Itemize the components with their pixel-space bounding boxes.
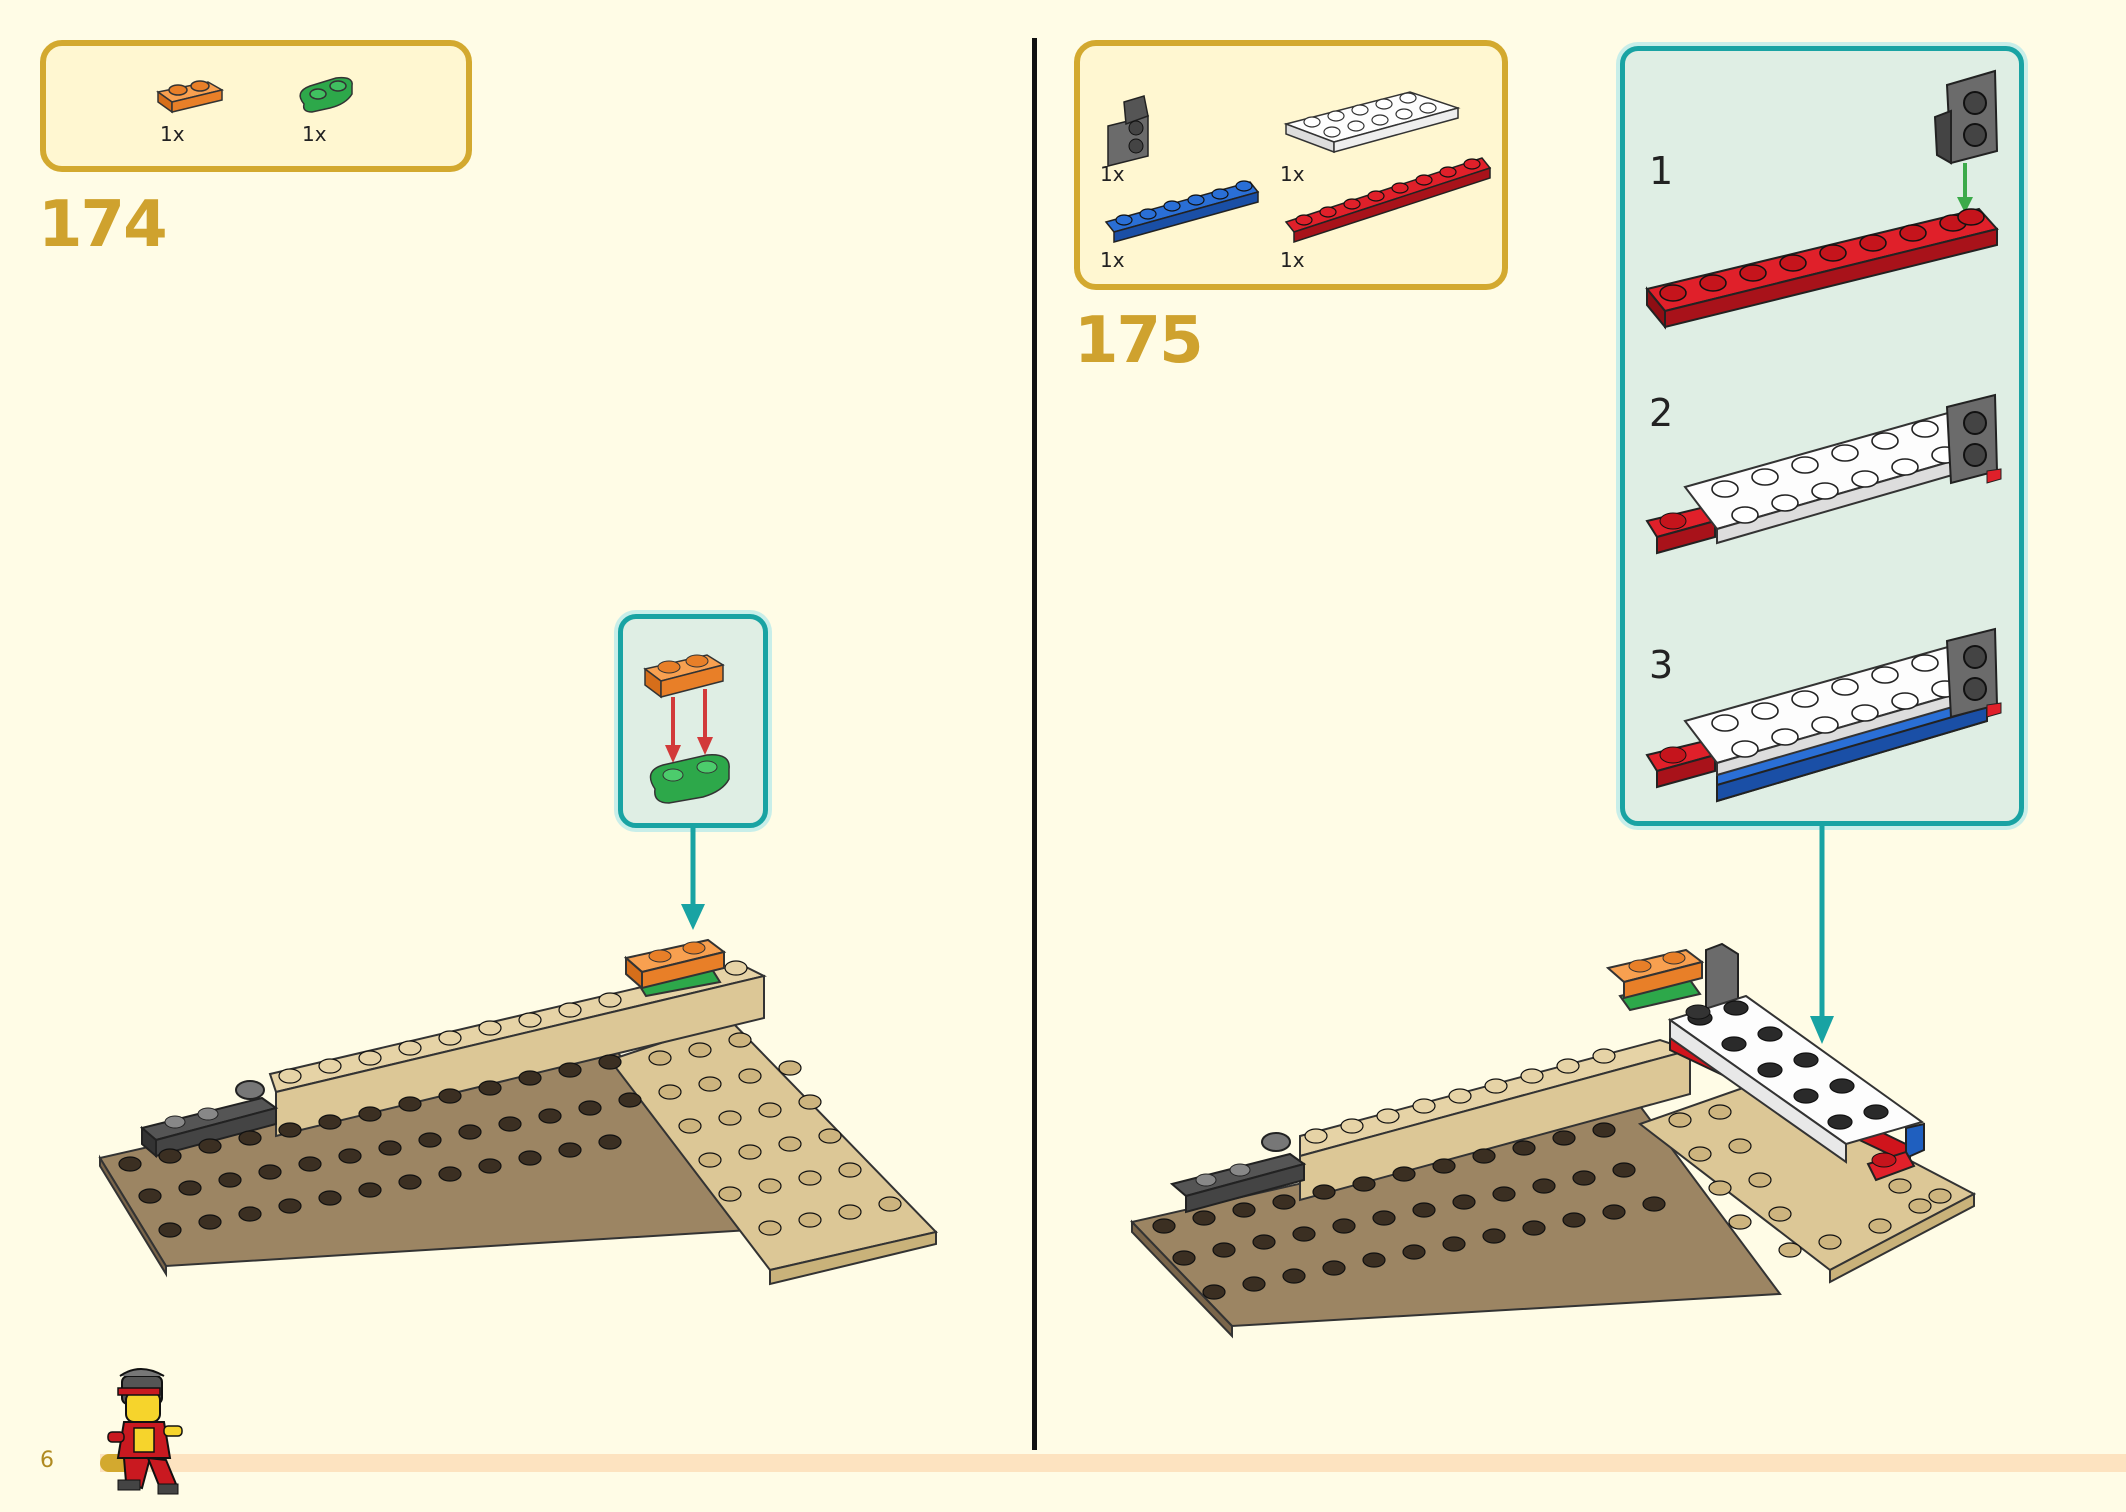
part-qty-bracket: 1x (1100, 162, 1125, 186)
bracket-icon (1107, 95, 1149, 167)
step-number-175: 175 (1074, 304, 1204, 378)
red-plate-icon (1645, 207, 1999, 330)
blue-plate-icon (1104, 180, 1260, 243)
subassembly-callout-174 (618, 614, 768, 828)
part-qty-green: 1x (302, 122, 327, 146)
down-arrow-icon (665, 689, 713, 763)
part-qty-blue-plate: 1x (1100, 248, 1125, 272)
blue-plate-icon (1716, 689, 1988, 803)
part-qty-orange: 1x (160, 122, 185, 146)
substep-label-3: 3 (1649, 643, 1674, 687)
green-plate-icon (649, 754, 730, 804)
down-arrow-icon (1957, 163, 1973, 213)
parts-icons-174 (156, 76, 353, 114)
page-number: 6 (40, 1448, 54, 1473)
red-plate-icon (1645, 739, 1717, 789)
substep-label-1: 1 (1649, 149, 1674, 193)
white-plate-icon (1683, 409, 1989, 545)
green-plate-icon (299, 76, 353, 113)
red-plate-icon (1645, 505, 1717, 555)
substep-illustrations (1645, 69, 2002, 803)
bracket-icon (1945, 627, 2002, 719)
parts-callout-175: 1x 1x 1x 1x (1074, 40, 1508, 290)
subassembly-callout-175: 1 2 3 (1620, 46, 2024, 826)
parts-icons-175 (1104, 91, 1492, 244)
red-plate-icon (1284, 157, 1492, 244)
subassembly-icons-174 (643, 654, 730, 804)
page-divider (1032, 38, 1037, 1450)
step-number-174: 174 (38, 188, 168, 262)
part-qty-white-plate: 1x (1280, 162, 1305, 186)
part-qty-red-plate: 1x (1280, 248, 1305, 272)
parts-callout-174: 1x 1x (40, 40, 472, 172)
white-plate-icon (1283, 91, 1461, 154)
orange-plate-icon (156, 80, 225, 114)
substep-label-2: 2 (1649, 391, 1674, 435)
white-plate-icon (1683, 643, 1989, 777)
orange-plate-icon (643, 654, 725, 699)
bracket-icon (1933, 69, 1999, 165)
bracket-icon (1945, 393, 2002, 485)
